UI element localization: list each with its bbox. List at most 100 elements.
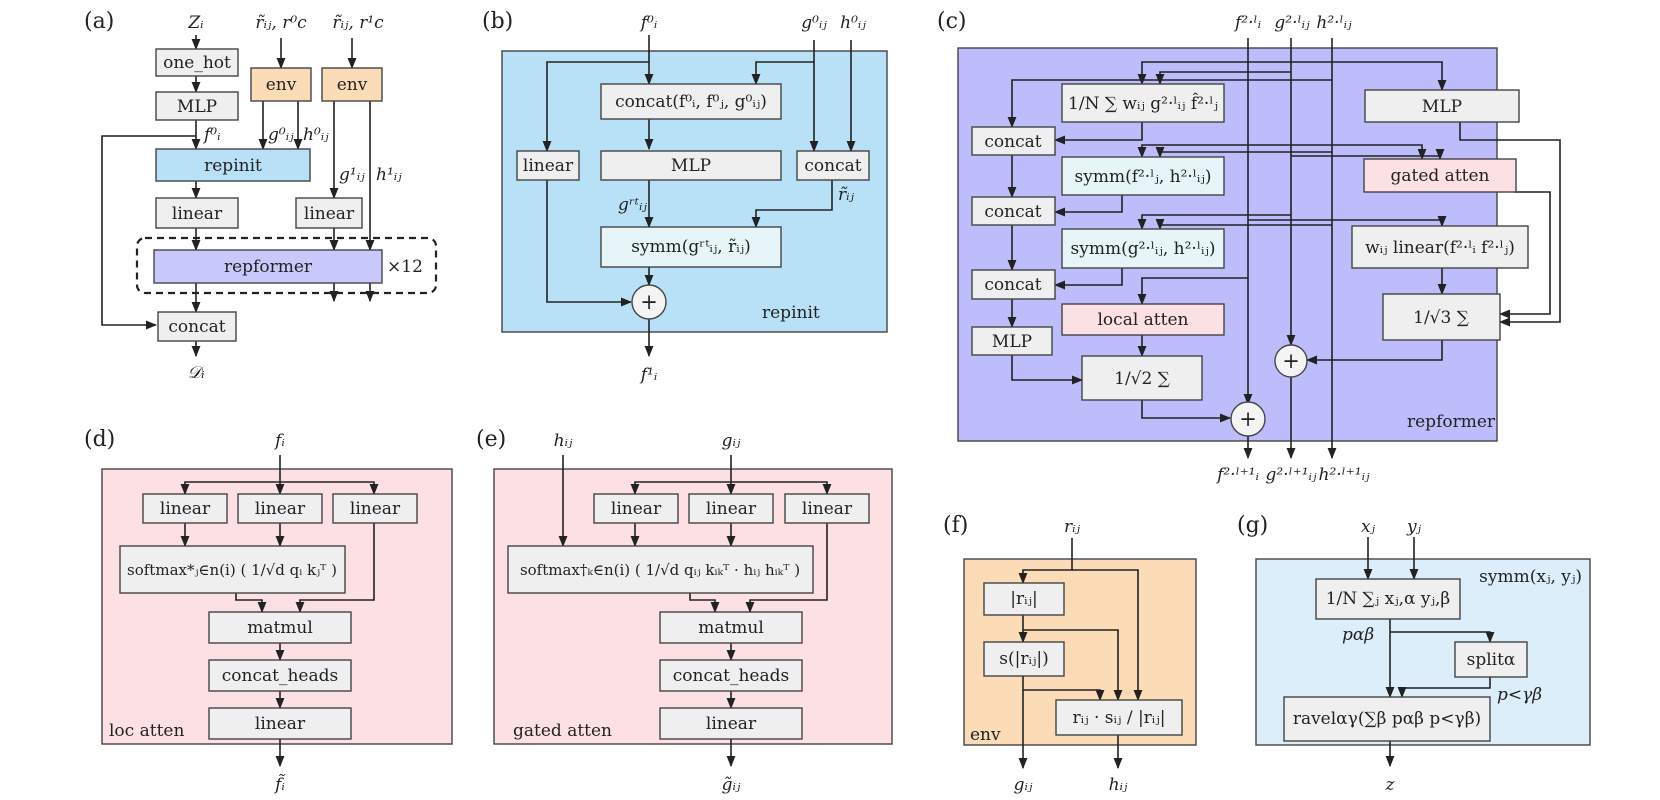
split-label: splitα xyxy=(1467,650,1516,670)
mlp-right-box xyxy=(1364,89,1520,123)
p-label: pαβ xyxy=(1342,625,1374,645)
linear-label-d2: linear xyxy=(255,499,306,519)
one-hot-box xyxy=(155,48,239,77)
concat1-label: concat xyxy=(984,132,1041,152)
concat-heads-label-d: concat_heads xyxy=(222,666,338,686)
output-h-f: hᵢⱼ xyxy=(1109,775,1128,795)
softmax-box-e xyxy=(507,545,814,594)
linear-label-d3: linear xyxy=(350,499,401,519)
concat-heads-box-e xyxy=(659,659,803,692)
input-z: Zᵢ xyxy=(187,13,203,33)
linear-box-e2 xyxy=(688,493,774,524)
symm1-box xyxy=(1061,156,1225,196)
linear-box-a-left xyxy=(155,197,239,229)
loc-atten-panel-label: loc atten xyxy=(109,721,184,741)
panel-a-tag: (a) xyxy=(84,9,114,34)
h1-label: h¹ᵢⱼ xyxy=(376,165,402,185)
mlp-left-box xyxy=(971,326,1053,356)
output-h-c: h²·ˡ⁺¹ᵢⱼ xyxy=(1319,465,1371,485)
input-g0-b: g⁰ᵢⱼ xyxy=(801,13,827,33)
input-env1: r̃ᵢⱼ, r¹c xyxy=(332,13,384,33)
plus-circle-b xyxy=(631,284,667,320)
input-f-d: fᵢ xyxy=(273,431,285,451)
panel-c-tag: (c) xyxy=(937,9,967,34)
concat2-label: concat xyxy=(984,202,1041,222)
concat-top-label: concat(f⁰ᵢ, f⁰ⱼ, g⁰ᵢⱼ) xyxy=(615,92,767,112)
softmax-label-d: softmax*ⱼ∈n(i) ( 1/√d qᵢ kⱼᵀ ) xyxy=(127,561,337,579)
plus-circle-c-right xyxy=(1274,344,1308,378)
repinit-panel-label: repinit xyxy=(762,303,820,323)
linear-label-e1: linear xyxy=(611,499,662,519)
input-g-c: g²·ˡᵢⱼ xyxy=(1274,13,1310,33)
mlp-box-b xyxy=(600,150,782,181)
concat3-box xyxy=(971,269,1056,300)
linear-label-d-out: linear xyxy=(255,714,306,734)
plus-label-c-left: + xyxy=(1239,407,1257,431)
repformer-panel-label: repformer xyxy=(1407,412,1496,432)
matmul-label-e: matmul xyxy=(698,618,764,638)
linear-label-d1: linear xyxy=(160,499,211,519)
input-r-f: rᵢⱼ xyxy=(1064,517,1081,537)
input-env0: r̃ᵢⱼ, r⁰c xyxy=(255,13,307,33)
plus-circle-c-left xyxy=(1230,401,1266,437)
symm-sum-label: 1/N ∑ⱼ xⱼ,α yⱼ,β xyxy=(1326,589,1451,609)
connector-lines xyxy=(101,35,1561,770)
linear-label-a-right: linear xyxy=(304,204,355,224)
matmul-box-d xyxy=(208,611,352,644)
output-g-c: g²·ˡ⁺¹ᵢⱼ xyxy=(1266,465,1317,485)
output-f-c: f²·ˡ⁺¹ᵢ xyxy=(1215,465,1259,485)
one-hot-label: one_hot xyxy=(163,53,231,73)
panel-b-tag: (b) xyxy=(482,9,513,34)
wlinear-label: wᵢⱼ linear(f²·ˡᵢ f²·ˡⱼ) xyxy=(1365,238,1515,258)
local-atten-box xyxy=(1061,303,1225,336)
abs-label: |rᵢⱼ| xyxy=(1010,589,1038,609)
repformer-repeat-frame xyxy=(135,236,438,295)
mlp-right-label: MLP xyxy=(1422,97,1462,117)
output-g-e: g̃ᵢⱼ xyxy=(722,775,741,795)
symm-box-b xyxy=(600,226,782,268)
output-z: z xyxy=(1385,775,1396,795)
env1-label: env xyxy=(337,75,368,95)
sum3-box xyxy=(1382,293,1501,341)
gated-atten-box xyxy=(1363,158,1517,193)
concat-heads-box-d xyxy=(208,659,352,692)
env-panel-label: env xyxy=(970,725,1001,745)
input-y-g: yⱼ xyxy=(1406,517,1422,537)
ravel-label: ravelαγ(∑β pαβ p<γβ) xyxy=(1293,709,1481,729)
symm-sum-box xyxy=(1315,578,1461,620)
softmax-label-e: softmax†ₖ∈n(i) ( 1/√d qᵢⱼ kᵢₖᵀ · hᵢⱼ hᵢₖ… xyxy=(520,561,800,579)
output-f-d: f̃ᵢ xyxy=(273,774,286,795)
env0-label: env xyxy=(266,75,297,95)
symm-panel-label: symm(xⱼ, yⱼ) xyxy=(1479,567,1582,587)
panel-f-tag: (f) xyxy=(943,513,968,538)
sum2-label: 1/√2 ∑ xyxy=(1114,369,1170,389)
split-box xyxy=(1454,641,1528,678)
symm1-label: symm(f²·ˡⱼ, h²·ˡᵢⱼ) xyxy=(1075,167,1212,187)
sum2-box xyxy=(1081,355,1203,401)
mlp-label-a: MLP xyxy=(177,97,217,117)
repinit-box xyxy=(155,148,311,182)
sum3-label: 1/√3 ∑ xyxy=(1413,308,1469,328)
concat-right-label: concat xyxy=(804,156,861,176)
output-g-f: gᵢⱼ xyxy=(1014,775,1033,795)
panel-e-tag: (e) xyxy=(476,427,506,452)
repformer-label: repformer xyxy=(224,257,313,277)
symm2-box xyxy=(1061,228,1225,269)
linear-box-b xyxy=(516,150,580,181)
matmul-box-e xyxy=(659,611,803,644)
input-f0-b: f⁰ᵢ xyxy=(639,13,658,33)
gated-atten-panel-label: gated atten xyxy=(513,721,612,741)
input-h-c: h²·ˡᵢⱼ xyxy=(1316,13,1352,33)
panel-d-tag: (d) xyxy=(84,427,115,452)
r-tilde-label: r̃ᵢⱼ xyxy=(838,185,855,205)
softmax-box-d xyxy=(119,545,346,594)
repformer-box xyxy=(153,249,383,284)
s-abs-box xyxy=(983,641,1065,677)
output-d: 𝒟ᵢ xyxy=(188,363,205,383)
concat1-box xyxy=(971,126,1056,156)
linear-box-d1 xyxy=(142,493,228,524)
wlinear-box xyxy=(1351,225,1529,269)
local-atten-label: local atten xyxy=(1098,310,1189,330)
concat-box-a xyxy=(157,311,237,342)
